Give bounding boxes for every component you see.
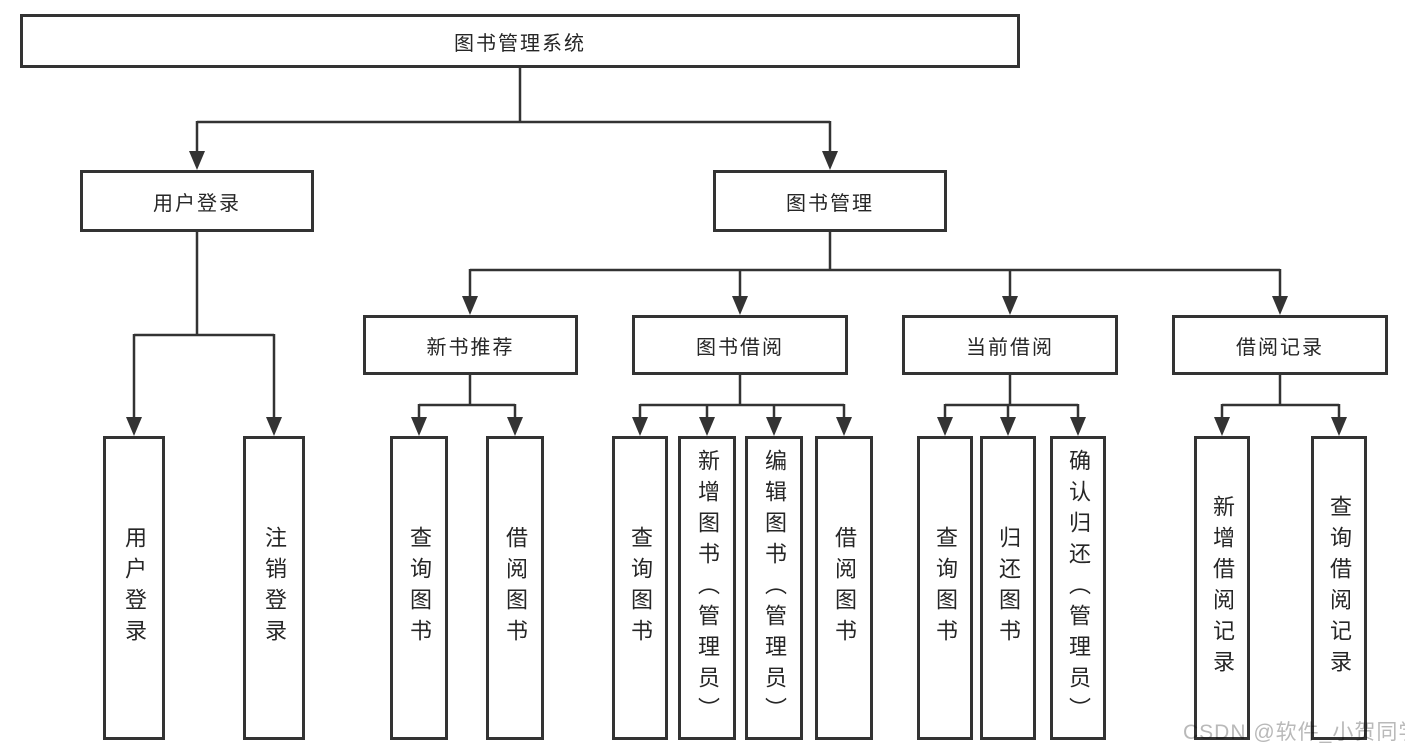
connector-new-books-to-leaves — [417, 375, 517, 418]
arrowhead — [1331, 417, 1347, 436]
arrowhead — [462, 296, 478, 315]
node-root: 图书管理系统 — [20, 14, 1020, 68]
arrowhead — [1214, 417, 1230, 436]
leaf-borrowing-borrow-books: 借阅图书 — [815, 436, 873, 740]
leaf-borrowing-add-books-admin: 新增图书（管理员） — [678, 436, 736, 740]
connector-borrowing-to-leaves — [638, 375, 846, 418]
arrowhead — [126, 417, 142, 436]
arrowhead — [266, 417, 282, 436]
leaf-newbooks-borrow-books: 借阅图书 — [486, 436, 544, 740]
arrowheads — [126, 151, 1347, 436]
leaf-records-add-borrow-record: 新增借阅记录 — [1194, 436, 1250, 740]
connector-line — [943, 375, 1080, 418]
arrowhead — [822, 151, 838, 170]
connector-line — [468, 232, 1282, 297]
connector-line — [638, 375, 846, 418]
leaf-current-confirm-return-admin: 确认归还（管理员） — [1050, 436, 1106, 740]
connector-user-login-to-leaves — [132, 232, 276, 418]
leaf-records-query-borrow-record: 查询借阅记录 — [1311, 436, 1367, 740]
arrowhead — [766, 417, 782, 436]
node-current-borrowing: 当前借阅 — [902, 315, 1118, 375]
leaf-borrowing-query-books: 查询图书 — [612, 436, 668, 740]
connector-line — [195, 68, 832, 152]
leaf-logout: 注销登录 — [243, 436, 305, 740]
arrowhead — [1272, 296, 1288, 315]
arrowhead — [1002, 296, 1018, 315]
connector-records-to-leaves — [1220, 375, 1341, 418]
node-book-management: 图书管理 — [713, 170, 947, 232]
arrowhead — [732, 296, 748, 315]
node-user-login: 用户登录 — [80, 170, 314, 232]
arrowhead — [1070, 417, 1086, 436]
connector-root-to-level2 — [195, 68, 832, 152]
arrowhead — [836, 417, 852, 436]
leaf-current-query-books: 查询图书 — [917, 436, 973, 740]
connector-book-management-to-level3 — [468, 232, 1282, 297]
connector-line — [417, 375, 517, 418]
arrowhead — [1000, 417, 1016, 436]
leaf-current-return-books: 归还图书 — [980, 436, 1036, 740]
connector-line — [1220, 375, 1341, 418]
node-book-borrowing: 图书借阅 — [632, 315, 848, 375]
arrowhead — [411, 417, 427, 436]
arrowhead — [189, 151, 205, 170]
connector-current-to-leaves — [943, 375, 1080, 418]
leaf-user-login: 用户登录 — [103, 436, 165, 740]
node-borrow-records: 借阅记录 — [1172, 315, 1388, 375]
arrowhead — [632, 417, 648, 436]
arrowhead — [507, 417, 523, 436]
csdn-watermark: CSDN @软件_小贺同学 — [1183, 721, 1405, 744]
connector-line — [132, 232, 276, 418]
node-new-books: 新书推荐 — [363, 315, 578, 375]
leaf-borrowing-edit-books-admin: 编辑图书（管理员） — [745, 436, 803, 740]
arrowhead — [937, 417, 953, 436]
leaf-newbooks-query-books: 查询图书 — [390, 436, 448, 740]
arrowhead — [699, 417, 715, 436]
